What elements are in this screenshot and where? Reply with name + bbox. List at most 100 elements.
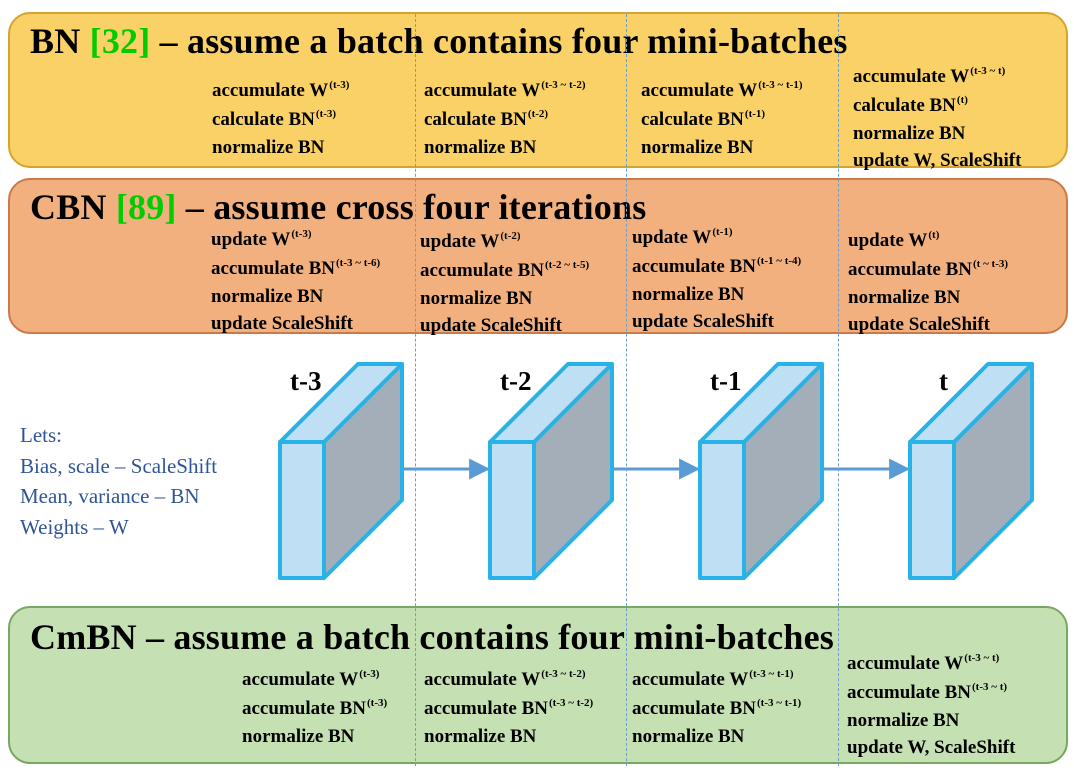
step-line: accumulate W(t-3)	[212, 78, 349, 107]
step-superscript: (t-1)	[712, 226, 733, 238]
step-superscript: (t-3 ~ t)	[970, 65, 1006, 77]
step-superscript: (t-3 ~ t)	[964, 652, 1000, 664]
step-text: update W	[420, 231, 500, 252]
step-text: update ScaleShift	[848, 313, 990, 335]
step-text: normalize BN	[848, 287, 961, 308]
step-superscript: (t-3 ~ t-2)	[549, 696, 594, 709]
step-superscript: (t-3 ~ t-6)	[336, 256, 381, 269]
step-text: calculate BN	[641, 108, 744, 130]
cbn-step-column: update W(t-1)accumulate BN(t-1 ~ t-4)nor…	[632, 225, 801, 335]
cube-front-face	[488, 440, 536, 580]
step-text: calculate BN	[212, 108, 315, 130]
step-line: accumulate BN(t-3 ~ t)	[847, 680, 1015, 709]
step-text: update W	[848, 230, 928, 251]
legend-heading: Lets:	[20, 423, 62, 447]
step-superscript: (t-3)	[291, 228, 312, 240]
timestep-label: t-2	[500, 366, 532, 396]
step-text: update W	[632, 227, 712, 248]
step-line: accumulate W(t-3)	[242, 667, 387, 696]
step-text: update ScaleShift	[420, 314, 562, 336]
step-line: normalize BN	[211, 284, 380, 311]
bn-step-column: accumulate W(t-3 ~ t-1)calculate BN(t-1)…	[641, 78, 802, 162]
step-text: normalize BN	[641, 137, 754, 158]
step-line: calculate BN(t)	[853, 93, 1021, 122]
step-text: accumulate BN	[847, 681, 972, 703]
step-line: normalize BN	[420, 286, 589, 313]
bn-step-column: accumulate W(t-3)calculate BN(t-3)normal…	[212, 78, 349, 162]
cbn-step-column: update W(t) accumulate BN(t ~ t-3)normali…	[848, 228, 1008, 338]
step-line: accumulate BN(t-1 ~ t-4)	[632, 254, 801, 283]
step-line: accumulate BN(t ~ t-3)	[848, 257, 1008, 286]
step-superscript: (t-2)	[527, 107, 549, 120]
step-line: update W, ScaleShift	[853, 148, 1021, 175]
bn-panel: BN [32] – assume a batch contains four m…	[8, 12, 1068, 171]
step-text: accumulate BN	[211, 257, 336, 279]
step-line: update W(t-1)	[632, 225, 801, 254]
step-superscript: (t-1 ~ t-4)	[757, 254, 802, 267]
step-text: accumulate W	[847, 653, 964, 674]
step-line: normalize BN	[212, 135, 349, 162]
step-superscript: (t-2)	[500, 230, 521, 242]
step-text: update W, ScaleShift	[847, 736, 1016, 758]
step-superscript: (t-3)	[367, 696, 388, 709]
step-superscript: (t-3 ~ t-1)	[757, 696, 802, 709]
step-text: accumulate BN	[848, 258, 973, 280]
cmbn-step-column: accumulate W(t-3 ~ t)accumulate BN(t-3 ~…	[847, 651, 1015, 761]
step-text: normalize BN	[632, 726, 745, 747]
step-text: accumulate W	[424, 80, 541, 101]
bn-reference: [32]	[89, 21, 151, 61]
step-text: normalize BN	[632, 284, 745, 305]
step-superscript: (t-2 ~ t-5)	[545, 258, 590, 271]
step-text: calculate BN	[853, 94, 956, 116]
step-text: normalize BN	[242, 726, 355, 747]
step-superscript: (t-3 ~ t-2)	[541, 79, 586, 91]
step-text: update ScaleShift	[211, 312, 353, 334]
step-superscript: (t-3)	[359, 668, 380, 680]
step-superscript: (t-1)	[744, 107, 766, 120]
step-text: accumulate W	[212, 80, 329, 101]
step-line: normalize BN	[847, 708, 1015, 735]
step-superscript: (t)	[928, 229, 940, 241]
step-text: accumulate W	[424, 669, 541, 690]
step-line: accumulate BN(t-3 ~ t-1)	[632, 696, 801, 725]
step-line: calculate BN(t-3)	[212, 107, 349, 136]
step-line: update W(t-3)	[211, 227, 380, 256]
step-line: update ScaleShift	[420, 313, 589, 340]
cmbn-step-column: accumulate W(t-3 ~ t-2)accumulate BN(t-3…	[424, 667, 593, 751]
step-superscript: (t-3)	[315, 107, 337, 120]
step-line: accumulate W(t-3 ~ t-1)	[641, 78, 802, 107]
cmbn-step-column: accumulate W(t-3 ~ t-1)accumulate BN(t-3…	[632, 667, 801, 751]
step-text: accumulate BN	[632, 255, 757, 277]
step-line: accumulate BN(t-2 ~ t-5)	[420, 258, 589, 287]
step-superscript: (t)	[956, 93, 968, 106]
cbn-reference: [89]	[115, 187, 177, 227]
timestep-label: t	[939, 366, 948, 396]
step-text: normalize BN	[853, 123, 966, 144]
step-line: update ScaleShift	[848, 312, 1008, 339]
step-line: normalize BN	[632, 724, 801, 751]
step-line: normalize BN	[848, 285, 1008, 312]
step-line: update W, ScaleShift	[847, 735, 1015, 762]
step-text: accumulate W	[632, 669, 749, 690]
step-line: normalize BN	[853, 121, 1021, 148]
step-line: update W(t-2)	[420, 229, 589, 258]
step-line: accumulate W(t-3 ~ t-2)	[424, 667, 593, 696]
step-line: accumulate BN(t-3)	[242, 696, 387, 725]
legend: Lets: Bias, scale – ScaleShift Mean, var…	[20, 420, 217, 542]
step-text: normalize BN	[212, 137, 325, 158]
step-line: accumulate W(t-3 ~ t-1)	[632, 667, 801, 696]
cmbn-panel: CmBN – assume a batch contains four mini…	[8, 606, 1068, 764]
step-text: accumulate W	[641, 80, 758, 101]
step-line: normalize BN	[424, 135, 585, 162]
step-text: calculate BN	[424, 108, 527, 130]
legend-item: Bias, scale – ScaleShift	[20, 453, 218, 478]
step-superscript: (t-3 ~ t-2)	[541, 668, 586, 680]
step-line: calculate BN(t-2)	[424, 107, 585, 136]
step-superscript: (t-3 ~ t-1)	[749, 668, 794, 680]
step-superscript: (t-3 ~ t)	[972, 680, 1008, 693]
column-separator	[415, 14, 416, 766]
bn-panel-title: BN [32] – assume a batch contains four m…	[30, 20, 848, 62]
step-text: accumulate W	[853, 66, 970, 87]
cube-front-face	[908, 440, 956, 580]
